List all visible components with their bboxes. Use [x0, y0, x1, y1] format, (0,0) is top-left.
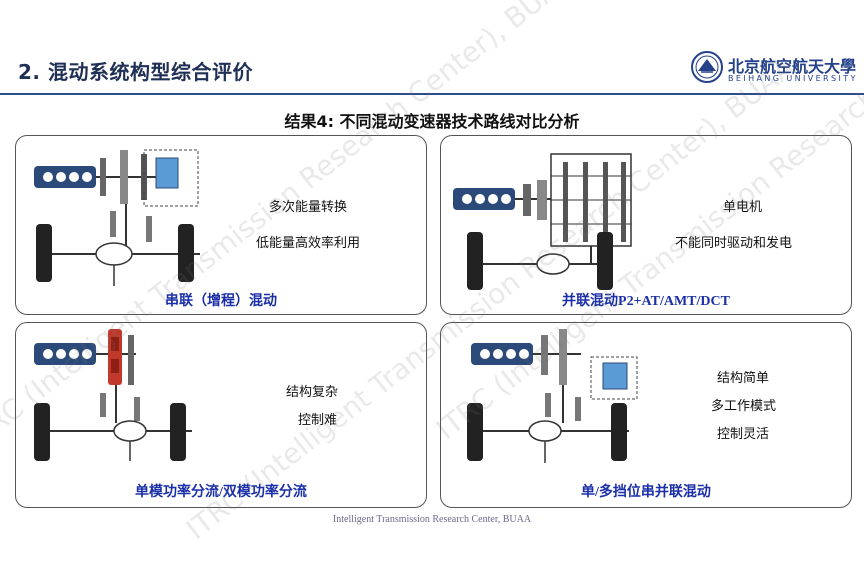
- university-logo: 北京航空航天大學 BEIHANG UNIVERSITY: [690, 50, 860, 90]
- panel-2-caption: 并联混动P2+AT/AMT/DCT: [441, 290, 851, 310]
- panel-1-line-1: 多次能量转换: [269, 196, 347, 215]
- panel-parallel-hybrid: 单电机 不能同时驱动和发电 并联混动P2+AT/AMT/DCT: [440, 135, 852, 315]
- panel-4-line-1: 结构简单: [717, 367, 769, 386]
- parallel-hybrid-diagram: [441, 136, 851, 314]
- header-divider: [0, 93, 864, 95]
- panel-4-line-2: 多工作模式: [711, 395, 776, 414]
- logo-english-name: BEIHANG UNIVERSITY: [728, 74, 858, 83]
- panel-2-line-2: 不能同时驱动和发电: [675, 232, 792, 251]
- slide-subtitle: 结果4: 不同混动变速器技术路线对比分析: [0, 108, 864, 132]
- panel-3-caption: 单模功率分流/双模功率分流: [16, 481, 426, 501]
- university-emblem-icon: [690, 50, 724, 84]
- series-hybrid-diagram: [16, 136, 426, 314]
- panel-4-line-3: 控制灵活: [717, 423, 769, 442]
- footer-text: Intelligent Transmission Research Center…: [0, 514, 864, 525]
- panel-power-split-hybrid: 结构复杂 控制难 单模功率分流/双模功率分流: [15, 322, 427, 508]
- panel-4-caption: 单/多挡位串并联混动: [441, 481, 851, 501]
- panel-1-line-2: 低能量高效率利用: [256, 232, 360, 251]
- panel-series-parallel-hybrid: 结构简单 多工作模式 控制灵活 单/多挡位串并联混动: [440, 322, 852, 508]
- panel-series-hybrid: 多次能量转换 低能量高效率利用 串联（增程）混动: [15, 135, 427, 315]
- power-split-diagram: [16, 323, 426, 507]
- panel-3-line-2: 控制难: [298, 409, 337, 428]
- panel-3-line-1: 结构复杂: [286, 381, 338, 400]
- panel-1-caption: 串联（增程）混动: [16, 290, 426, 310]
- series-parallel-diagram: [441, 323, 851, 507]
- page-title: 2. 混动系统构型综合评价: [18, 56, 253, 85]
- panel-2-line-1: 单电机: [723, 196, 762, 215]
